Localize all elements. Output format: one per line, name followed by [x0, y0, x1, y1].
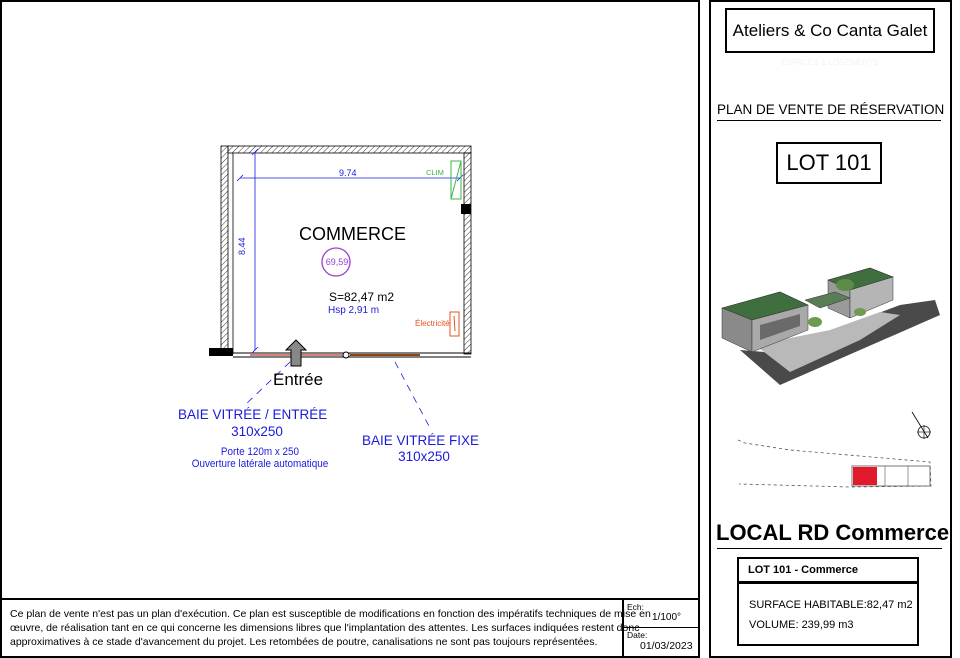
disclaimer-line-1: Ce plan de vente n'est pas un plan d'exé… [10, 608, 651, 620]
clim-unit-diag [450, 160, 462, 200]
lot-sub-label: LOT 101 - Commerce [748, 564, 859, 576]
baie-entree-title: BAIE VITRÉE / ENTRÉE [178, 407, 328, 422]
lot-number-box: LOT 101 [776, 142, 882, 184]
dim-height-tick-top [251, 148, 259, 156]
footer-divider [622, 598, 624, 658]
room-code: 69,59 [325, 257, 349, 267]
surface-volume-box: SURFACE HABITABLE:82,47 m2 VOLUME: 239,9… [737, 582, 919, 646]
company-name-box: Ateliers & Co Canta Galet [725, 8, 935, 53]
wall-right [463, 152, 472, 355]
building-c-roof [804, 291, 851, 309]
baie-fixe-title: BAIE VITRÉE FIXE [362, 433, 480, 448]
title-block-frame [709, 0, 952, 658]
pillar-bottom-left [209, 348, 233, 356]
terrain-lawn [755, 312, 900, 372]
local-title-underline [717, 548, 942, 549]
pillar-right [461, 204, 471, 214]
room-code-circle [321, 247, 351, 277]
tree-3 [854, 308, 866, 316]
entrance-arrow [284, 339, 308, 367]
surface-habitable: SURFACE HABITABLE:82,47 m2 [749, 599, 913, 611]
dim-height-tick-bottom [251, 346, 259, 354]
dim-height-label: 8.44 [237, 237, 247, 255]
tree-2 [808, 317, 822, 327]
building-3d-view [721, 267, 940, 385]
clim-label: CLIM [426, 168, 444, 177]
clim-unit [450, 160, 462, 200]
site-plan [737, 439, 932, 488]
company-subtitle: ESPACES & LOGEMENTS [781, 58, 879, 67]
entree-label: Entrée [273, 370, 324, 389]
electricite-label: Électricité [415, 319, 450, 328]
leader-baie-entree [244, 361, 291, 406]
porte-label: Porte 120m x 250 [220, 446, 300, 458]
local-title: LOCAL RD Commerce [716, 520, 950, 545]
dim-width-label: 9.74 [339, 168, 357, 178]
site-outline [737, 439, 932, 488]
room-height: Hsp 2,91 m [328, 305, 380, 316]
wall-left [220, 145, 229, 355]
building-a-windows [760, 314, 800, 340]
baie-entree-size: 310x250 [231, 424, 283, 439]
room-surface: S=82,47 m2 [329, 290, 395, 304]
disclaimer-line-3: approximatives à ce stade d'avancement d… [10, 636, 598, 648]
glazing-joint [342, 351, 350, 359]
site-lot-highlight [853, 467, 877, 485]
tree-1 [836, 279, 854, 291]
plan-type-title: PLAN DE VENTE DE RÉSERVATION [717, 102, 945, 117]
compass-icon [911, 411, 931, 439]
footer-ech-divider [622, 627, 700, 628]
lot-number: LOT 101 [786, 150, 872, 175]
footer-top-line [0, 598, 700, 600]
date-value: 01/03/2023 [640, 640, 693, 652]
baie-fixe-size: 310x250 [398, 449, 450, 464]
company-name: Ateliers & Co Canta Galet [732, 20, 928, 40]
ouverture-label: Ouverture latérale automatique [191, 458, 329, 470]
ech-label: Ech: [627, 602, 645, 612]
plan-type-underline [717, 120, 941, 121]
plan-frame [0, 0, 700, 658]
dim-width-tick-left [236, 174, 244, 182]
building-b-side [849, 276, 894, 319]
ech-value: 1/100° [652, 612, 682, 623]
electric-panel [449, 311, 460, 337]
dim-width-tick-right [456, 174, 464, 182]
date-label: Date: [627, 630, 648, 640]
disclaimer-line-2: œuvre, de réalisation tant en ce qui con… [10, 622, 640, 634]
leader-baie-fixe [394, 361, 431, 429]
room-name: COMMERCE [299, 224, 406, 244]
electric-panel-mark [453, 315, 456, 332]
disclaimer: Ce plan de vente n'est pas un plan d'exé… [10, 607, 651, 649]
volume: VOLUME: 239,99 m3 [749, 619, 854, 631]
wall-top [227, 145, 472, 154]
